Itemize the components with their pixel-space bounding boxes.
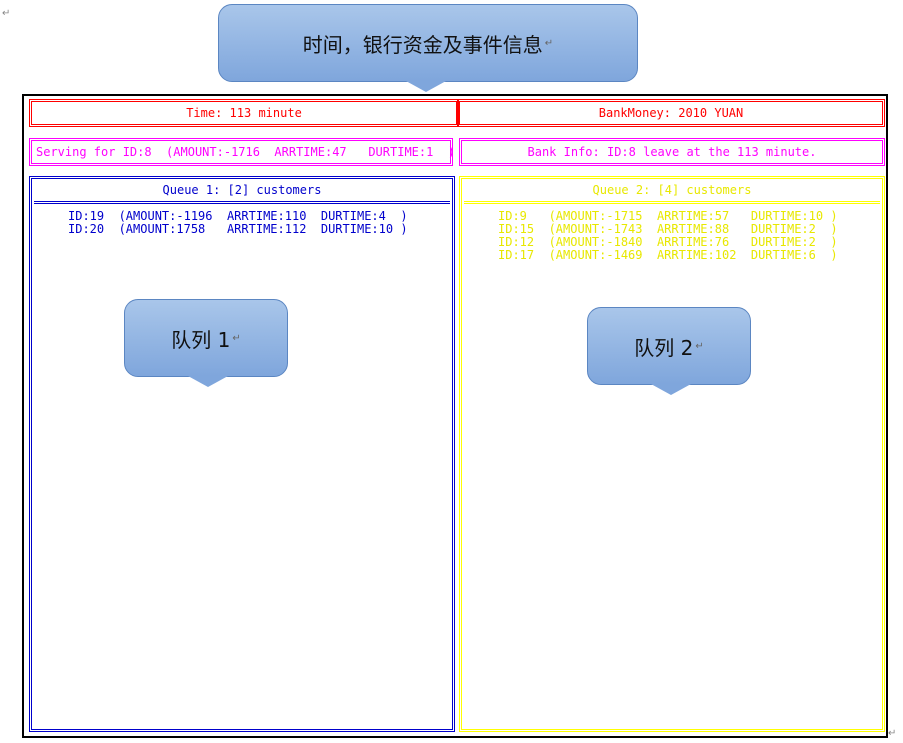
callout-queue2-text: 队列 2 — [634, 335, 694, 360]
serving-bar: Serving for ID:8 (AMOUNT:-1716 ARRTIME:4… — [29, 138, 456, 166]
callout-tail — [188, 376, 228, 387]
bank-money-readout: BankMoney: 2010 YUAN — [598, 106, 744, 120]
queue1-row: ID:20 (AMOUNT:1758 ARRTIME:112 DURTIME:1… — [68, 222, 408, 236]
paragraph-mark: ↵ — [888, 728, 897, 739]
queue1-row: ID:19 (AMOUNT:-1196 ARRTIME:110 DURTIME:… — [68, 209, 408, 223]
queue1-divider — [34, 201, 450, 204]
queue2-panel: Queue 2: [4] customers ID:9 (AMOUNT:-171… — [459, 176, 885, 732]
bank-info-readout: Bank Info: ID:8 leave at the 113 minute. — [527, 145, 817, 159]
callout-header-text: 时间，银行资金及事件信息 — [302, 32, 543, 57]
return-mark: ↵ — [544, 37, 554, 49]
queue1-panel: Queue 1: [2] customers ID:19 (AMOUNT:-11… — [29, 176, 455, 732]
serving-readout: Serving for ID:8 (AMOUNT:-1716 ARRTIME:4… — [36, 145, 456, 159]
bank-simulation-window: Time: 113 minute BankMoney: 2010 YUAN Se… — [22, 94, 888, 738]
queue1-title: Queue 1: [2] customers — [162, 183, 322, 197]
return-mark: ↵ — [232, 332, 241, 344]
paragraph-mark: ↵ — [2, 8, 11, 19]
time-bar: Time: 113 minute — [29, 99, 459, 127]
queue2-divider — [464, 201, 880, 204]
return-mark: ↵ — [695, 340, 704, 352]
queue2-row: ID:9 (AMOUNT:-1715 ARRTIME:57 DURTIME:10… — [498, 209, 838, 223]
queue2-row: ID:17 (AMOUNT:-1469 ARRTIME:102 DURTIME:… — [498, 248, 838, 262]
queue2-title: Queue 2: [4] customers — [592, 183, 752, 197]
callout-tail — [406, 81, 446, 92]
queue2-row: ID:12 (AMOUNT:-1840 ARRTIME:76 DURTIME:2… — [498, 235, 838, 249]
callout-queue2: 队列 2↵ — [587, 307, 751, 395]
callout-queue1: 队列 1↵ — [124, 299, 288, 387]
bank-info-bar: Bank Info: ID:8 leave at the 113 minute. — [459, 138, 885, 166]
queue2-row: ID:15 (AMOUNT:-1743 ARRTIME:88 DURTIME:2… — [498, 222, 838, 236]
callout-header-info: 时间，银行资金及事件信息↵ — [218, 4, 638, 92]
callout-queue1-text: 队列 1 — [171, 327, 231, 352]
callout-tail — [651, 384, 691, 395]
bank-money-bar: BankMoney: 2010 YUAN — [457, 99, 885, 127]
time-readout: Time: 113 minute — [186, 106, 302, 120]
